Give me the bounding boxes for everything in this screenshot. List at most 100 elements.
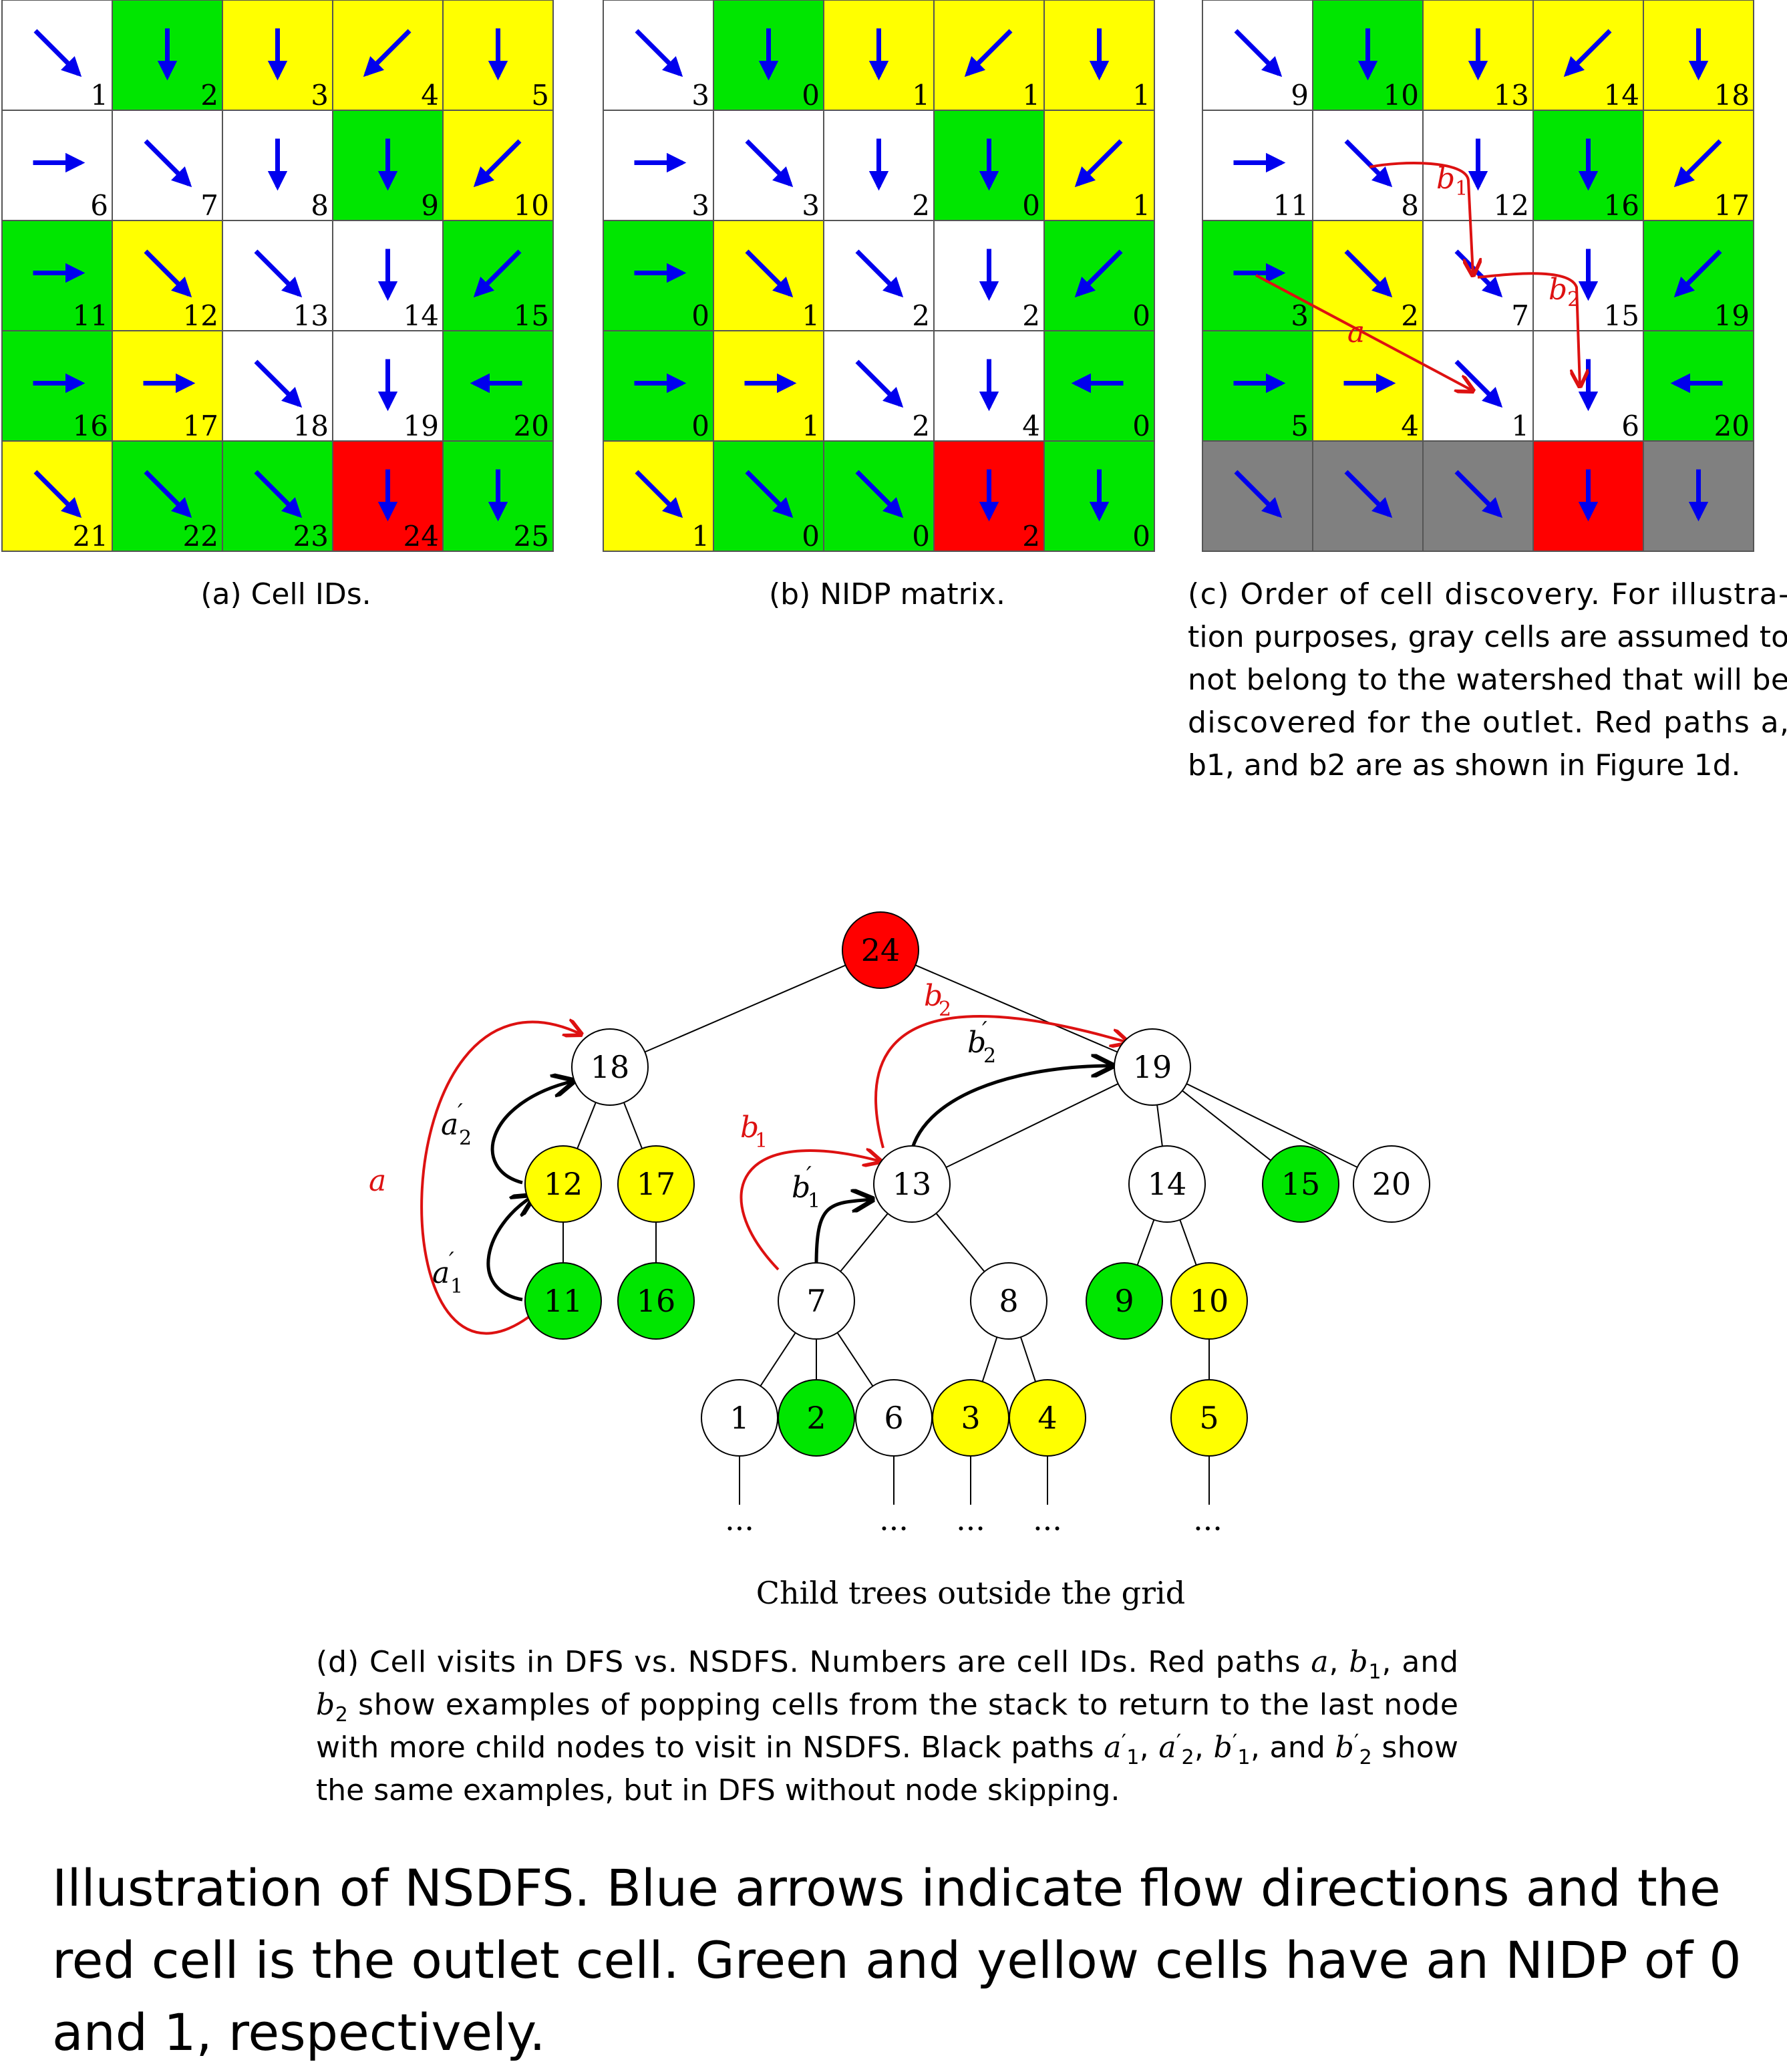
tree-node-label: 6 (884, 1400, 903, 1436)
grid-cell: 3 (713, 110, 824, 222)
svg-text:2: 2 (459, 1127, 472, 1150)
caption-d: (d) Cell visits in DFS vs. NSDFS. Number… (316, 1645, 1458, 1807)
cell-label: 12 (1494, 189, 1529, 222)
grid-cell: 7 (112, 110, 223, 222)
grid-cell: 3 (222, 0, 333, 112)
tree-node-label: 11 (544, 1283, 583, 1319)
cell-label: 20 (514, 410, 549, 442)
red-path-b2-label: b2 (1549, 273, 1580, 311)
tree-node-label: 4 (1037, 1400, 1057, 1436)
cell-label: 3 (691, 189, 709, 222)
cell-label: 4 (1022, 410, 1040, 442)
grid-cell: 9 (1202, 0, 1313, 112)
tree-node-label: 10 (1190, 1283, 1229, 1319)
cell-label: 10 (1384, 79, 1419, 112)
grid-cell: 3 (603, 0, 714, 112)
tree-node-10: 10 (1170, 1262, 1248, 1340)
grid-cell (1312, 440, 1424, 552)
flow-direction-arrow-icon (144, 470, 192, 519)
tree-node-9: 9 (1086, 1262, 1163, 1340)
tree-node-24: 24 (842, 911, 919, 989)
cell-label: 13 (293, 299, 329, 332)
cell-label: 5 (1291, 410, 1309, 442)
flow-direction-arrow-icon (855, 249, 904, 298)
red-path-b1-label: b1 (740, 1111, 768, 1153)
flow-direction-arrow-icon (745, 470, 794, 519)
grid-cell: 17 (1643, 110, 1754, 222)
cell-label: 3 (311, 79, 329, 112)
tree-node-18: 18 (571, 1028, 649, 1106)
cell-label: 18 (293, 410, 329, 442)
svg-text:′: ′ (449, 1247, 454, 1274)
tree-node-15: 15 (1262, 1145, 1339, 1223)
tree-edge (911, 1066, 1153, 1185)
ellipsis: ... (1193, 1501, 1223, 1537)
svg-text:b: b (924, 979, 943, 1013)
cell-label: 0 (1132, 520, 1150, 553)
grid-cell: 6 (1532, 330, 1644, 442)
grid-cell: 1 (1, 0, 113, 112)
svg-text:b: b (792, 1171, 810, 1205)
tree-node-2: 2 (778, 1379, 855, 1457)
flow-direction-arrow-icon (254, 359, 303, 408)
cell-label: 7 (200, 189, 218, 222)
cell-label: 2 (1022, 299, 1040, 332)
grid-cell: 21 (1, 440, 113, 553)
tree-node-label: 12 (544, 1166, 583, 1202)
grid-cell: 13 (222, 220, 333, 332)
flow-direction-arrow-icon (1563, 29, 1612, 78)
svg-text:(c) Order of cell discovery. F: (c) Order of cell discovery. For illustr… (1188, 577, 1787, 611)
cell-label: 2 (1401, 299, 1419, 332)
tree-edge (609, 949, 881, 1068)
cell-label: 0 (691, 299, 709, 332)
flow-direction-arrow-icon (254, 470, 303, 519)
svg-text:b: b (967, 1026, 986, 1060)
grid-cell: 22 (112, 440, 223, 553)
cell-label: 1 (1132, 79, 1150, 112)
tree-node-1: 1 (701, 1379, 778, 1457)
cell-label: 4 (1401, 410, 1419, 442)
cell-label: 19 (1714, 299, 1750, 332)
grid-cell: 0 (1043, 440, 1155, 553)
cell-label: 25 (514, 520, 549, 553)
cell-label: 1 (1132, 189, 1150, 222)
grid-cell: 13 (1422, 0, 1534, 112)
grid-cell: 0 (713, 440, 824, 553)
cell-label: 7 (1511, 299, 1529, 332)
flow-direction-arrow-icon (363, 29, 412, 78)
tree-node-label: 16 (637, 1283, 676, 1319)
cell-label: 2 (912, 410, 930, 442)
svg-text:b2 show examples of popping ce: b2 show examples of popping cells from t… (316, 1688, 1458, 1727)
cell-label: 4 (421, 79, 439, 112)
grid-cell: 0 (1043, 330, 1155, 442)
tree-edge (880, 949, 1153, 1068)
grid-cell: 11 (1, 220, 113, 332)
grid-cell: 2 (823, 110, 935, 222)
tree-node-label: 7 (806, 1283, 826, 1319)
cell-label: 1 (802, 410, 820, 442)
cell-label: 8 (311, 189, 329, 222)
grid-cell (1202, 440, 1313, 552)
cell-label: 9 (421, 189, 439, 222)
tree-node-7: 7 (778, 1262, 855, 1340)
svg-text:′: ′ (458, 1099, 463, 1126)
tree-node-16: 16 (617, 1262, 695, 1340)
grid-cell: 20 (442, 330, 554, 442)
tree-node-6: 6 (855, 1379, 933, 1457)
grid-cell: 18 (1643, 0, 1754, 112)
cell-label: 0 (912, 520, 930, 553)
svg-text:a: a (441, 1108, 458, 1142)
grid-cell: 12 (112, 220, 223, 332)
cell-label: 3 (802, 189, 820, 222)
svg-text:a: a (432, 1256, 450, 1290)
flow-direction-arrow-icon (964, 29, 1013, 78)
cell-label: 12 (183, 299, 218, 332)
svg-text:2: 2 (939, 998, 951, 1021)
grid-cell: 1 (933, 0, 1045, 112)
flow-direction-arrow-icon (473, 139, 522, 188)
tree-node-label: 13 (892, 1166, 932, 1202)
cell-label: 0 (1132, 299, 1150, 332)
tree-node-label: 17 (637, 1166, 676, 1202)
